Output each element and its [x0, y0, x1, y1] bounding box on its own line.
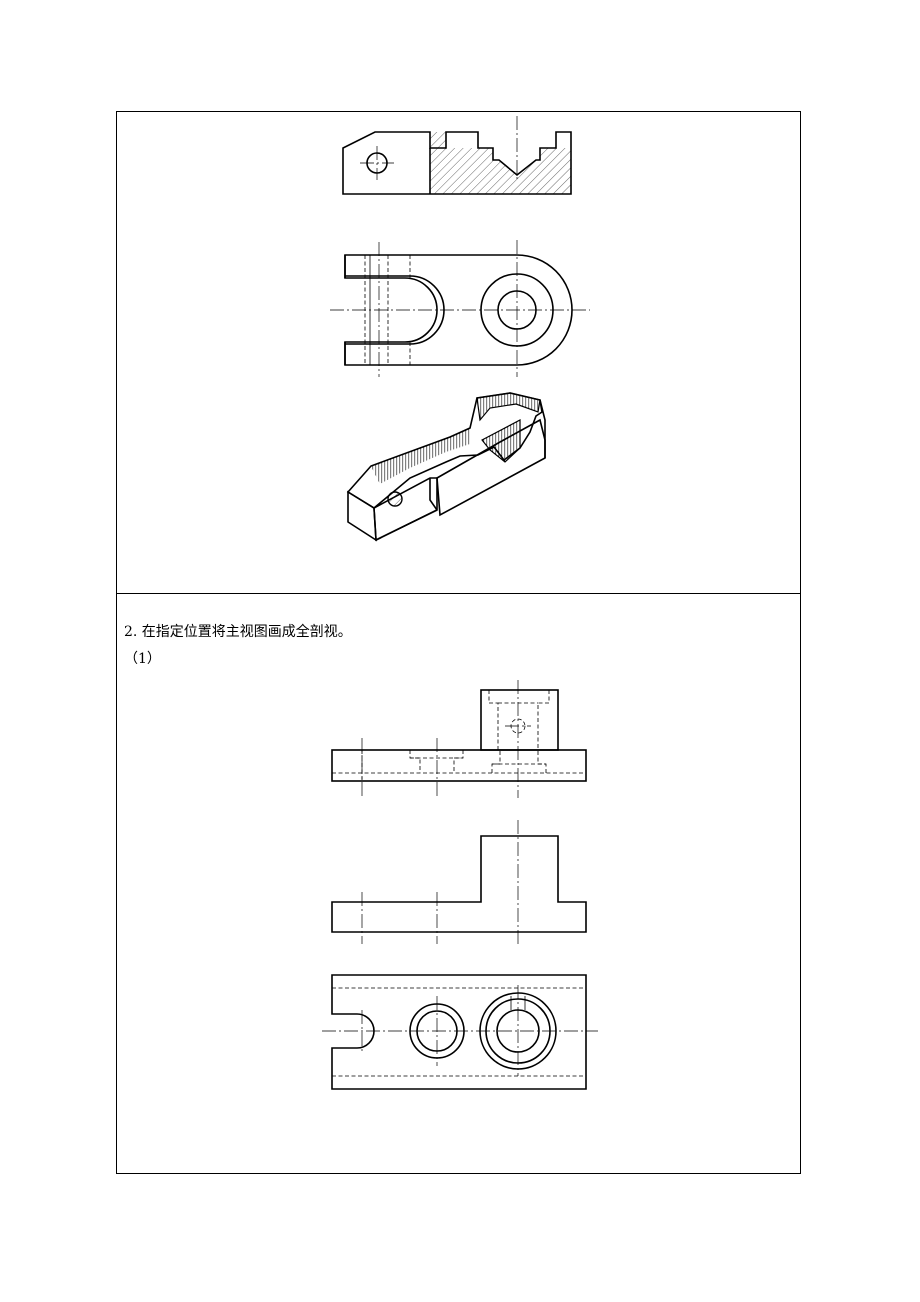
section-front-view — [342, 116, 572, 195]
question-2-part-1-label: （1） — [124, 651, 161, 667]
isometric-section-view — [346, 392, 546, 542]
question-top-view — [322, 974, 598, 1090]
answer-front-outline — [331, 820, 587, 944]
table-row-divider — [116, 593, 801, 594]
question-2-title: 2. 在指定位置将主视图画成全剖视。 — [124, 624, 352, 640]
answer-table-frame — [116, 111, 801, 1174]
question-front-view — [331, 680, 587, 798]
top-view — [330, 240, 590, 377]
